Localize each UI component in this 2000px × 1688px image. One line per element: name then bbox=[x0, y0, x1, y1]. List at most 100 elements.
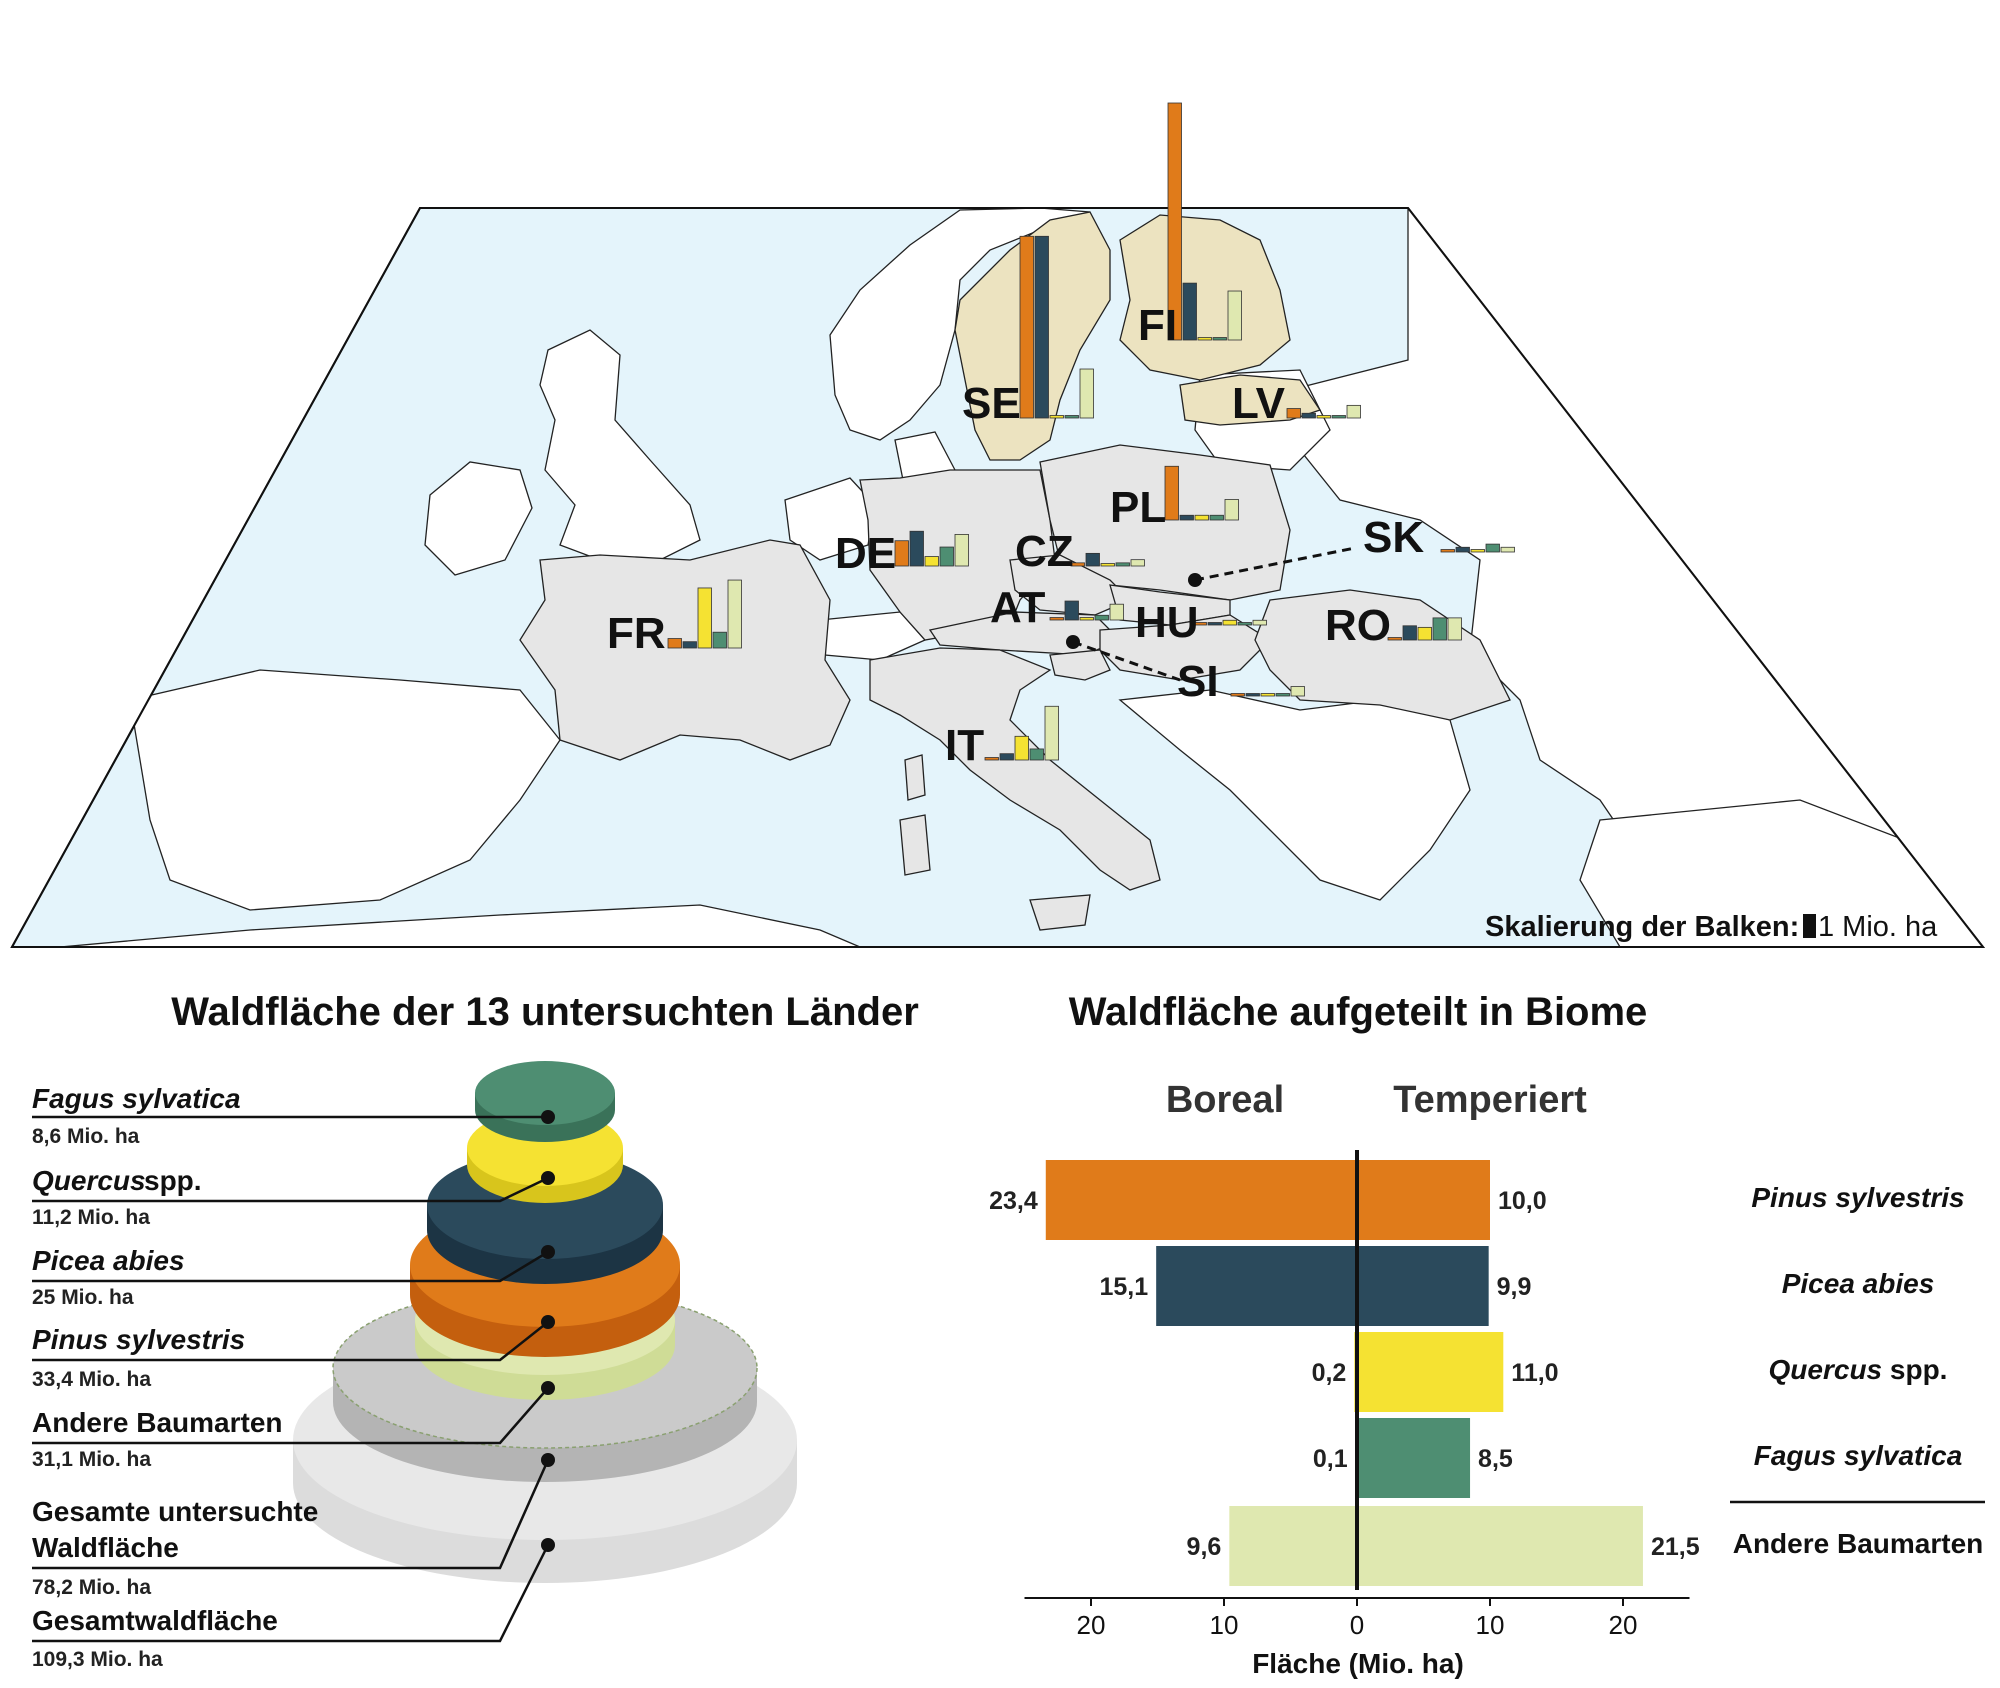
map-bar-fi-picea bbox=[1182, 282, 1197, 341]
country-label-si: SI bbox=[1177, 657, 1219, 706]
disc-leader-dots bbox=[541, 1110, 555, 1552]
disc-value-andere: 31,1 Mio. ha bbox=[32, 1448, 151, 1471]
land-slovenia bbox=[1049, 649, 1111, 681]
map-bar-sk-andere bbox=[1500, 546, 1515, 553]
map-bar-ro-andere bbox=[1447, 617, 1462, 641]
disc-leader-lines bbox=[32, 1115, 550, 1643]
map-bars-pl bbox=[1164, 465, 1239, 521]
si-leader-dot bbox=[1066, 635, 1080, 649]
biome-value-boreal-quercus: 0,2 bbox=[1312, 1359, 1347, 1387]
si-leader-line bbox=[1072, 640, 1181, 682]
disc-value-picea: 25 Mio. ha bbox=[32, 1286, 134, 1309]
map-bar-sk-picea bbox=[1455, 546, 1470, 553]
europe-map: FI SE LV PL DE CZ SK AT HU RO FR SI IT S… bbox=[10, 102, 1986, 948]
disc-label-andere: Andere Baumarten bbox=[32, 1407, 283, 1438]
map-bar-pl-picea bbox=[1179, 514, 1194, 521]
biome-category-quercus: Quercus spp. bbox=[1769, 1354, 1948, 1385]
map-bars-cz bbox=[1070, 552, 1145, 567]
map-bar-sk-quercus bbox=[1470, 549, 1485, 553]
country-label-lv: LV bbox=[1232, 379, 1286, 428]
disc-label-quercus-genus: Quercus bbox=[32, 1165, 146, 1196]
map-bar-it-andere bbox=[1044, 705, 1059, 761]
map-bar-it-quercus bbox=[1014, 735, 1029, 761]
map-bar-at-andere bbox=[1109, 603, 1124, 621]
country-label-se: SE bbox=[962, 379, 1021, 428]
map-bar-sk-fagus bbox=[1485, 543, 1500, 553]
map-bar-se-andere bbox=[1079, 368, 1094, 419]
map-bar-fr-picea bbox=[682, 641, 697, 649]
map-bar-de-fagus bbox=[939, 546, 954, 567]
map-bar-fi-fagus bbox=[1212, 337, 1227, 341]
map-bar-it-picea bbox=[999, 753, 1014, 761]
disc-value-pinus: 33,4 Mio. ha bbox=[32, 1368, 151, 1391]
map-bars-de bbox=[894, 530, 969, 567]
disc-value-quercus: 11,2 Mio. ha bbox=[32, 1206, 150, 1229]
biome-x-axis-label: Fläche (Mio. ha) bbox=[1252, 1648, 1464, 1679]
biome-chart-title: Waldfläche aufgeteilt in Biome bbox=[1069, 990, 1648, 1034]
map-bar-at-pinus bbox=[1049, 617, 1064, 621]
disc-label-pinus: Pinus sylvestris bbox=[32, 1324, 245, 1355]
disc-label-gesamte-untersuchte-line1: Gesamte untersuchte bbox=[32, 1496, 318, 1527]
map-bar-lv-andere bbox=[1346, 404, 1361, 419]
biome-value-boreal-pinus: 23,4 bbox=[989, 1187, 1038, 1215]
map-bar-fi-andere bbox=[1227, 290, 1242, 341]
biome-bar-chart: Waldfläche aufgeteilt in Biome Boreal Te… bbox=[989, 990, 1985, 1679]
map-bars-hu bbox=[1192, 619, 1267, 626]
map-bar-cz-picea bbox=[1085, 552, 1100, 567]
map-bar-si-andere bbox=[1290, 686, 1305, 697]
map-bar-se-fagus bbox=[1064, 415, 1079, 419]
disc-label-gesamte-untersuchte-line2: Waldfläche bbox=[32, 1532, 179, 1563]
map-bars-it bbox=[984, 705, 1059, 761]
biome-tick-label: 20 bbox=[1077, 1610, 1106, 1640]
map-bar-at-picea bbox=[1064, 600, 1079, 621]
bar-scale-legend: Skalierung der Balken: 1 Mio. ha bbox=[1485, 911, 1938, 943]
land-north-africa bbox=[59, 904, 861, 947]
map-bar-it-pinus bbox=[984, 757, 999, 761]
map-bars-si bbox=[1230, 686, 1305, 697]
map-bar-ro-picea bbox=[1402, 625, 1417, 641]
map-bar-lv-pinus bbox=[1286, 408, 1301, 419]
biome-bar-boreal-pinus bbox=[1045, 1160, 1357, 1240]
map-bar-si-picea bbox=[1245, 693, 1260, 697]
biome-value-boreal-picea: 15,1 bbox=[1099, 1273, 1148, 1301]
leader-lines bbox=[1066, 546, 1356, 682]
land-norway bbox=[829, 208, 1091, 441]
land-hungary bbox=[1099, 614, 1272, 681]
map-bar-ro-pinus bbox=[1387, 637, 1402, 641]
biome-tick-label: 20 bbox=[1609, 1610, 1638, 1640]
land-iberia bbox=[129, 669, 561, 911]
map-bar-se-quercus bbox=[1049, 415, 1064, 419]
map-bar-fi-pinus bbox=[1167, 102, 1182, 341]
map-bar-lv-quercus bbox=[1316, 415, 1331, 419]
map-bar-fr-andere bbox=[727, 579, 742, 649]
disc-chart-title: Waldfläche der 13 untersuchten Länder bbox=[171, 990, 919, 1034]
biome-value-boreal-fagus: 0,1 bbox=[1313, 1445, 1348, 1473]
biome-category-fagus: Fagus sylvatica bbox=[1754, 1440, 1963, 1471]
map-bar-cz-fagus bbox=[1115, 562, 1130, 567]
land-sardinia bbox=[899, 814, 931, 876]
map-bars-sk bbox=[1440, 543, 1515, 553]
biome-bar-boreal-andere bbox=[1229, 1506, 1357, 1586]
map-bar-sk-pinus bbox=[1440, 549, 1455, 553]
map-bar-it-fagus bbox=[1029, 748, 1044, 761]
country-label-ro: RO bbox=[1325, 601, 1391, 650]
map-bar-de-pinus bbox=[894, 540, 909, 567]
land-italy bbox=[869, 647, 1161, 891]
country-label-fr: FR bbox=[607, 609, 666, 658]
map-bar-fi-quercus bbox=[1197, 337, 1212, 341]
map-bars-se bbox=[1019, 235, 1094, 419]
disc-label-quercus-spp: spp. bbox=[144, 1165, 202, 1196]
disc-label-gesamtwaldflaeche: Gesamtwaldfläche bbox=[32, 1605, 278, 1636]
land-poland bbox=[1039, 444, 1291, 601]
scale-value: 1 Mio. ha bbox=[1818, 911, 1938, 943]
biome-value-boreal-andere: 9,6 bbox=[1187, 1533, 1222, 1561]
biome-tick-label: 10 bbox=[1210, 1610, 1239, 1640]
biome-value-temperiert-picea: 9,9 bbox=[1497, 1273, 1532, 1301]
map-bar-cz-quercus bbox=[1100, 563, 1115, 567]
map-bar-pl-fagus bbox=[1209, 514, 1224, 521]
country-label-sk: SK bbox=[1363, 513, 1424, 562]
map-bar-se-picea bbox=[1034, 235, 1049, 419]
country-label-at: AT bbox=[990, 583, 1046, 632]
